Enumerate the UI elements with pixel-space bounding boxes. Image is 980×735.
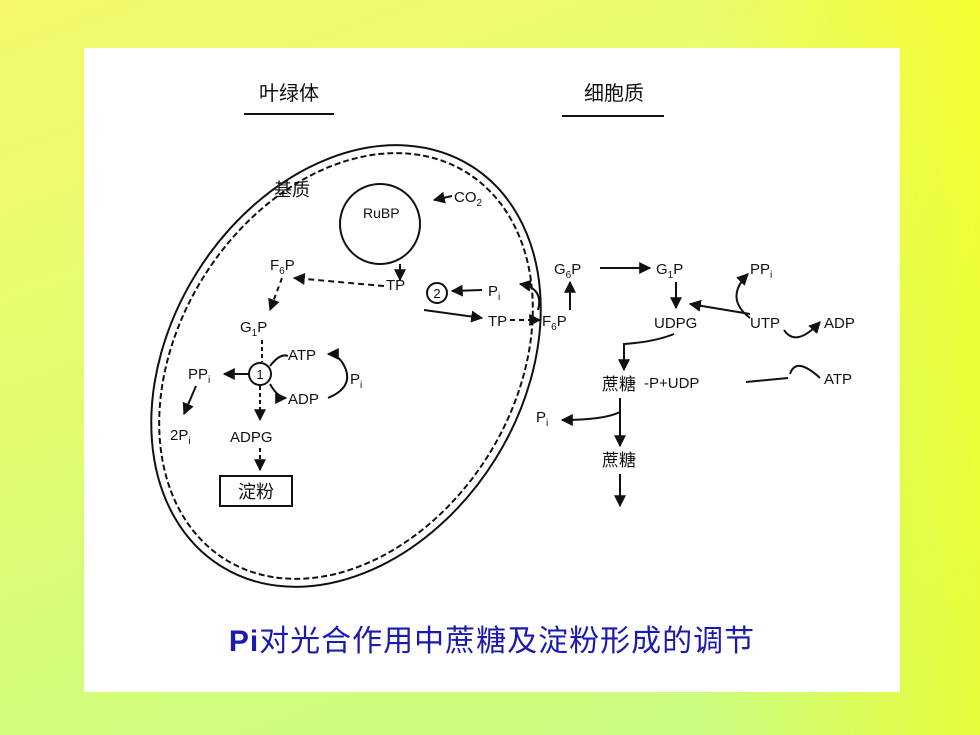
starch-label: 淀粉 [238,482,274,503]
pi-import-arrow [450,284,483,297]
rubp-label: RuBP [363,205,400,221]
stroma-label: 基质 [274,180,310,201]
utp-label: UTP [750,315,780,332]
slide-caption: Pi对光合作用中蔗糖及淀粉形成的调节 [84,616,900,660]
adpg-label: ADPG [230,429,273,446]
udp-to-cycle-line [745,377,789,383]
adp-atp-regeneration-arc [326,348,349,399]
chloroplast-inner-membrane [158,152,534,580]
phosphate-translocator [426,282,448,304]
utp-to-ppi-curve [735,273,751,319]
chloroplast-g1p-label: G1P [240,319,267,339]
chloroplast-ppi-label: PPi [188,366,210,386]
chloroplast-f6p-label: F6P [270,257,295,277]
pi-release-arrow [560,411,621,426]
tp-inner-label: TP [386,277,405,294]
sucrose-label: 蔗糖 [602,451,636,471]
udpg-label: UDPG [654,315,697,332]
calvin-cycle-circle [339,183,421,265]
chloroplast-outer-membrane [150,144,542,588]
tp-export-arrow [423,309,484,323]
atp-udp-curve [789,365,821,379]
g6p-label: G6P [554,261,581,281]
cytoplasm-pi2-label: Pi [536,409,548,429]
ppi-to-2pi-arrow [182,385,197,416]
utp-adp-curve [783,321,821,339]
header-chloroplast: 叶绿体 [259,81,319,105]
cytoplasm-adp-label: ADP [824,315,855,332]
tp-to-f6p-arrow [292,272,385,287]
caption-text: 对光合作用中蔗糖及淀粉形成的调节 [259,624,756,659]
pi-regulation-diagram: 叶绿体 细胞质 基质 RuBP CO2 TP 2 F6P G1P 1 ATP A… [150,81,855,588]
starch-box [219,475,293,507]
two-pi-label: 2Pi [170,427,191,447]
cytoplasm-atp-label: ATP [824,371,852,388]
diagram-panel: 叶绿体 细胞质 基质 RuBP CO2 TP 2 F6P G1P 1 ATP A… [84,48,900,692]
caption-prefix: Pi [228,625,260,658]
pi-release-curve [518,279,541,311]
atp-in-curve [269,354,289,367]
chloroplast-pi-label: Pi [350,371,362,391]
atp-label: ATP [288,347,316,364]
cytoplasm-tp-label: TP [488,313,507,330]
cytoplasm-pi-label: Pi [488,283,500,303]
co2-label: CO2 [454,189,483,209]
cytoplasm-f6p-label: F6P [542,313,567,333]
cytoplasm-ppi-label: PPi [750,261,772,281]
header-cytoplasm: 细胞质 [584,81,644,105]
sucrose-phosphate-label: 蔗糖 [602,375,636,395]
adp-label: ADP [288,391,319,408]
sucrose-phosphate-tail: -P+UDP [644,375,699,392]
f6p-to-g1p-arrow [268,277,283,312]
to-sucrose-p-arrow [618,333,675,372]
enzyme-number: 1 [256,367,263,382]
translocator-number: 2 [433,286,440,301]
adp-out-curve [269,383,288,404]
cytoplasm-g1p-label: G1P [656,261,683,281]
co2-arrow [432,191,453,204]
utp-to-udpg-arrow [688,299,751,315]
